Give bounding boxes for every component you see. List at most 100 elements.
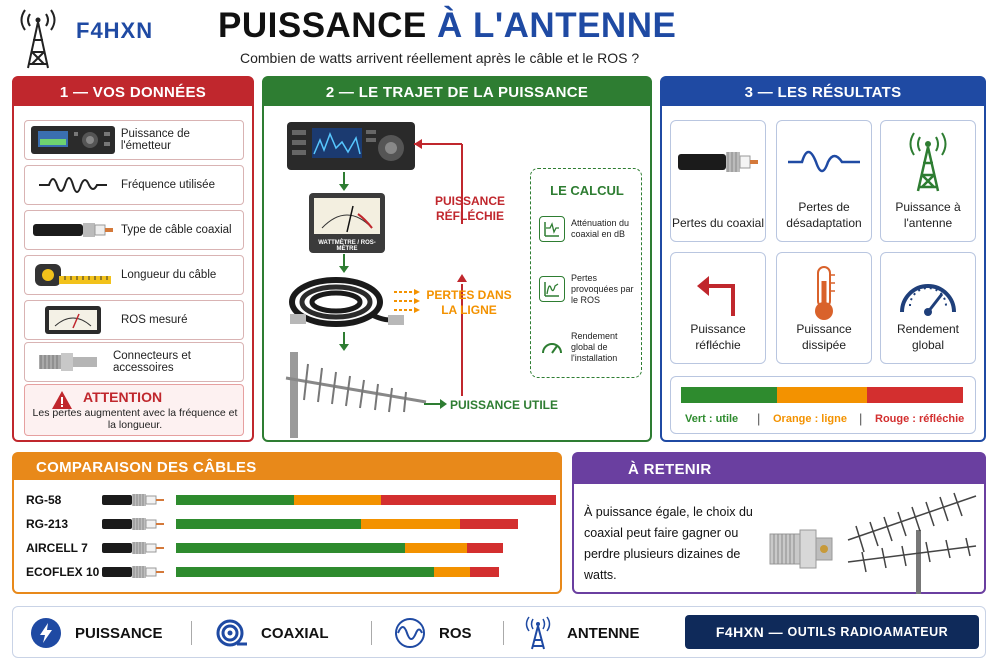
line-loss-label: PERTES DANS LA LIGNE <box>426 288 512 317</box>
legend-bar-green <box>681 387 777 403</box>
data-item-frequency: Fréquence utilisée <box>24 165 244 205</box>
reflected-power-label: PUISSANCE RÉFLÉCHIE <box>434 194 505 223</box>
page-title: PUISSANCE À L'ANTENNE <box>218 6 676 46</box>
legend-label-green: Vert : utile <box>685 413 739 425</box>
coax-cable-icon <box>102 542 164 554</box>
coax-cable-icon <box>102 566 164 578</box>
footer-item-coaxial: COAXIAL <box>215 615 329 651</box>
title-part2: À L'ANTENNE <box>436 6 677 45</box>
bar-segment-reflected <box>466 543 503 553</box>
panel-vos-donnees: 1 — VOS DONNÉES Puissance de l'émetteur … <box>12 76 254 442</box>
comparison-title: COMPARAISON DES CÂBLES <box>14 454 560 480</box>
bar-segment-line <box>434 567 470 577</box>
legend-separator: | <box>757 411 761 426</box>
result-card-label: Puissance à l'antenne <box>895 200 961 230</box>
attention-title: ATTENTION <box>83 389 163 405</box>
result-card-mismatch: Pertes de désadaptation <box>776 120 872 242</box>
brand-text: OUTILS RADIOAMATEUR <box>787 625 949 639</box>
cable-name: RG-58 <box>26 493 62 507</box>
bar-segment-useful <box>176 567 435 577</box>
footer-label: ROS <box>439 624 472 642</box>
result-card-reflected: Puissance réfléchie <box>670 252 766 364</box>
attenuation-chart-icon <box>544 222 559 237</box>
legend-label-red: Rouge : réfléchie <box>875 413 965 425</box>
yagi-antenna-icon <box>847 492 977 594</box>
data-item-swr: ROS mesuré <box>24 300 244 340</box>
result-card-efficiency: Rendement global <box>880 252 976 364</box>
yagi-antenna-icon <box>285 352 427 438</box>
bar-segment-reflected <box>469 567 499 577</box>
data-item-label: Fréquence utilisée <box>121 179 215 191</box>
panel-resultats: 3 — LES RÉSULTATS Pertes du coaxial Pert… <box>660 76 986 442</box>
arrow-down-icon <box>339 332 349 351</box>
bar-segment-line <box>293 495 382 505</box>
transceiver-icon <box>287 122 415 170</box>
bar-segment-reflected <box>381 495 556 505</box>
attention-box: ATTENTION Les pertes augmentent avec la … <box>24 384 244 436</box>
swr-meter-icon <box>309 193 385 253</box>
data-item-label: Connecteurs et accessoires <box>112 350 191 374</box>
footer-label: PUISSANCE <box>75 624 163 642</box>
calc-title: LE CALCUL <box>550 183 624 198</box>
transceiver-icon <box>30 126 115 154</box>
coax-cable-icon <box>33 223 113 237</box>
cable-name: AIRCELL 7 <box>26 541 88 555</box>
result-card-label: Pertes du coaxial <box>671 216 765 230</box>
data-item-length: Longueur du câble <box>24 255 244 295</box>
bar-segment-reflected <box>459 519 518 529</box>
retenir-text: À puissance égale, le choix du coaxial p… <box>584 505 753 582</box>
header: F4HXN PUISSANCE À L'ANTENNE Combien de w… <box>0 0 1000 74</box>
swr-loss-chart-icon <box>544 282 559 297</box>
footer-separator <box>371 621 372 645</box>
waveform-icon <box>39 177 107 193</box>
footer-separator <box>191 621 192 645</box>
bar-segment-line <box>404 543 467 553</box>
panel-a-retenir: À RETENIR À puissance égale, le choix du… <box>572 452 986 594</box>
panel2-title: 2 — LE TRAJET DE LA PUISSANCE <box>264 78 650 106</box>
bar-segment-line <box>360 519 460 529</box>
panel1-title: 1 — VOS DONNÉES <box>14 78 252 106</box>
retenir-title: À RETENIR <box>574 454 984 484</box>
brand-callsign: F4HXN <box>715 624 765 640</box>
coax-cable-icon <box>102 494 164 506</box>
calc-box: LE CALCUL Atténuation du coaxial en dB P… <box>530 168 642 378</box>
footer-brand: F4HXN — OUTILS RADIOAMATEUR <box>685 615 979 649</box>
return-arrow-icon <box>697 276 735 316</box>
calc-item-label: Rendement global de l'installation <box>571 330 618 363</box>
bar-segment-useful <box>176 519 361 529</box>
data-item-label: Type de câble coaxial <box>121 224 232 236</box>
brand-dash: — <box>764 624 788 640</box>
footer-bar: PUISSANCE COAXIAL ROS ANTENNE F4HXN — OU… <box>12 606 986 658</box>
data-item-cable-type: Type de câble coaxial <box>24 210 244 250</box>
meter-label: WATTMÈTRE / ROS-MÈTRE <box>318 240 376 252</box>
bar-segment-useful <box>176 543 405 553</box>
thermometer-icon <box>815 266 835 320</box>
warning-icon <box>52 391 72 409</box>
result-card-label: Rendement global <box>896 322 960 352</box>
data-item-label: Puissance de l'émetteur <box>120 128 190 152</box>
calc-item: Pertes provoquées par le ROS <box>539 269 639 309</box>
data-item-label: ROS mesuré <box>121 314 188 326</box>
antenna-icon <box>525 616 551 650</box>
bar-segment-useful <box>176 495 294 505</box>
arrow-down-icon <box>339 254 349 273</box>
gauge-icon <box>900 284 956 316</box>
footer-item-antenne: ANTENNE <box>521 615 640 651</box>
result-card-antenna-power: Puissance à l'antenne <box>880 120 976 242</box>
arrow-down-icon <box>339 172 349 191</box>
antenna-icon <box>909 132 947 192</box>
footer-separator <box>503 621 504 645</box>
connector-icon <box>38 353 97 371</box>
calc-item: Atténuation du coaxial en dB <box>539 209 639 249</box>
panel3-title: 3 — LES RÉSULTATS <box>662 78 984 106</box>
calc-item: Rendement global de l'installation <box>539 327 639 367</box>
page-subtitle: Combien de watts arrivent réellement apr… <box>240 50 640 66</box>
cable-row: RG-213 <box>26 514 554 534</box>
coax-icon <box>678 152 758 172</box>
pl-connector-icon <box>769 529 833 569</box>
legend-label-orange: Orange : ligne <box>773 413 847 425</box>
cable-name: ECOFLEX 10 <box>26 565 100 579</box>
legend-bar-red <box>867 387 963 403</box>
footer-item-ros: ROS <box>393 615 472 651</box>
